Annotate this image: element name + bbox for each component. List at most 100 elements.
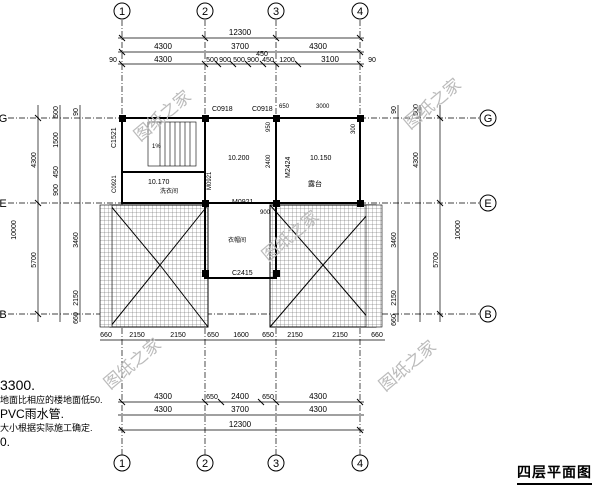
- axis-4-top: 4: [357, 6, 363, 18]
- label-3000: 3000: [316, 104, 330, 110]
- dim-b1-7: 2150: [332, 332, 348, 339]
- dim-l-1: 90: [73, 108, 80, 116]
- dim-r-0: 90: [391, 106, 398, 114]
- dim-top-r2-5: 450: [262, 57, 274, 64]
- dim-b3-1: 3700: [231, 405, 249, 414]
- dim-top-r2-0: 4300: [154, 55, 172, 64]
- dim-top-edge-left: 90: [109, 57, 117, 64]
- note-0: 3300.: [0, 377, 36, 393]
- dim-l-7: 5700: [31, 252, 38, 268]
- dim-b3-0: 4300: [154, 405, 172, 414]
- dim-top-r2-7: 3100: [321, 55, 339, 64]
- room2-name: 露台: [308, 179, 322, 188]
- axis-2-bottom: 2: [202, 458, 208, 470]
- dim-l-5: 900: [53, 184, 60, 196]
- note-2: PVC雨水管.: [0, 407, 65, 421]
- notes: 3300. 地面比相应的楼地面低50. PVC雨水管. 大小根据实际施工确定. …: [0, 376, 110, 450]
- dim-b1-1: 2150: [129, 332, 145, 339]
- label-c0921: C0921: [112, 175, 118, 193]
- watermark-2: 图纸之家: [400, 75, 464, 133]
- dim-b1-5: 650: [262, 332, 274, 339]
- dim-l-8: 3460: [73, 232, 80, 248]
- axis-g-left: G: [0, 113, 7, 125]
- dim-top-r2-3: 500: [233, 57, 245, 64]
- dim-b3-2: 4300: [309, 405, 327, 414]
- label-m2424: M2424: [285, 156, 292, 178]
- label-950: 950: [266, 121, 272, 132]
- room3-name: 洗衣间: [160, 187, 178, 195]
- dim-b1-6: 2150: [287, 332, 303, 339]
- dim-r-2: 4300: [413, 152, 420, 168]
- dim-l-6: 10000: [11, 220, 18, 240]
- dim-bottom-total: 12300: [229, 420, 252, 429]
- label-c0918b: C0918: [252, 106, 273, 113]
- dim-top-edge-right: 90: [368, 57, 376, 64]
- dim-r-4: 5700: [433, 252, 440, 268]
- watermark-4: 图纸之家: [100, 335, 164, 393]
- room1-elev: 10.200: [228, 155, 250, 162]
- dim-b1-2: 2150: [170, 332, 186, 339]
- dim-top-4300b: 4300: [309, 42, 327, 51]
- axis-b-right: B: [484, 309, 491, 321]
- dim-top-r2-4: 900: [247, 57, 259, 64]
- dim-l-4: 450: [53, 166, 60, 178]
- dim-top-r2-1: 500: [206, 57, 218, 64]
- axis-1-bottom: 1: [119, 458, 125, 470]
- dim-l-9: 2150: [73, 290, 80, 306]
- note-4: 0.: [0, 435, 11, 449]
- dim-b1-3: 650: [207, 332, 219, 339]
- dim-l-2: 1500: [53, 132, 60, 148]
- dim-top-4300a: 4300: [154, 42, 172, 51]
- dim-r-6: 2150: [391, 290, 398, 306]
- dim-b1-0: 660: [100, 332, 112, 339]
- label-m0921a: M0921: [232, 199, 254, 206]
- dim-b2-4: 4300: [309, 392, 327, 401]
- dim-b2-3: 650: [262, 394, 274, 401]
- roof-right: [269, 204, 377, 328]
- watermark-5: 图纸之家: [375, 337, 439, 395]
- dim-b1-4: 1600: [233, 332, 249, 339]
- axis-e-right: E: [484, 198, 491, 210]
- dim-b2-2: 2400: [231, 392, 249, 401]
- axis-1-top: 1: [119, 6, 125, 18]
- room3-elev: 10.170: [148, 179, 170, 186]
- label-300: 300: [351, 123, 357, 134]
- dim-b1-8: 660: [371, 332, 383, 339]
- label-m0921b: M0921: [207, 171, 213, 190]
- label-c0918a: C0918: [212, 106, 233, 113]
- dim-l-3: 4300: [31, 152, 38, 168]
- label-650: 650: [279, 104, 290, 110]
- label-c2415: C2415: [232, 270, 253, 277]
- axis-g-right: G: [484, 113, 493, 125]
- axis-3-bottom: 3: [273, 458, 279, 470]
- dim-r-7: 660: [391, 314, 398, 326]
- room2-elev: 10.150: [310, 155, 332, 162]
- label-c1521: C1521: [111, 127, 118, 148]
- note-1: 地面比相应的楼地面低50.: [0, 395, 103, 405]
- axis-2-top: 2: [202, 6, 208, 18]
- axis-4-bottom: 4: [357, 458, 363, 470]
- dim-r-1: 500: [413, 104, 420, 116]
- dim-r-5: 3460: [391, 232, 398, 248]
- dim-top-3700: 3700: [231, 42, 249, 51]
- dim-top-r2-6: 1200: [279, 57, 295, 64]
- dim-top-450: 450: [256, 51, 268, 58]
- axis-3-top: 3: [273, 6, 279, 18]
- label-900: 900: [260, 210, 271, 216]
- label-pct: 1%: [152, 144, 161, 150]
- dim-l-10: 660: [73, 312, 80, 324]
- room4-name: 衣帽间: [228, 236, 246, 244]
- dim-top-r2-2: 900: [219, 57, 231, 64]
- dim-r-3: 10000: [455, 220, 462, 240]
- dim-l-0: 500: [53, 106, 60, 118]
- dim-b2-1: 650: [206, 394, 218, 401]
- note-3: 大小根据实际施工确定.: [0, 423, 93, 433]
- dim-top-total: 12300: [229, 28, 252, 37]
- axis-b-left: B: [0, 309, 7, 321]
- axis-e-left: E: [0, 198, 7, 210]
- roof-left: [109, 204, 209, 328]
- stairs: [147, 121, 197, 167]
- label-2400: 2400: [266, 154, 272, 168]
